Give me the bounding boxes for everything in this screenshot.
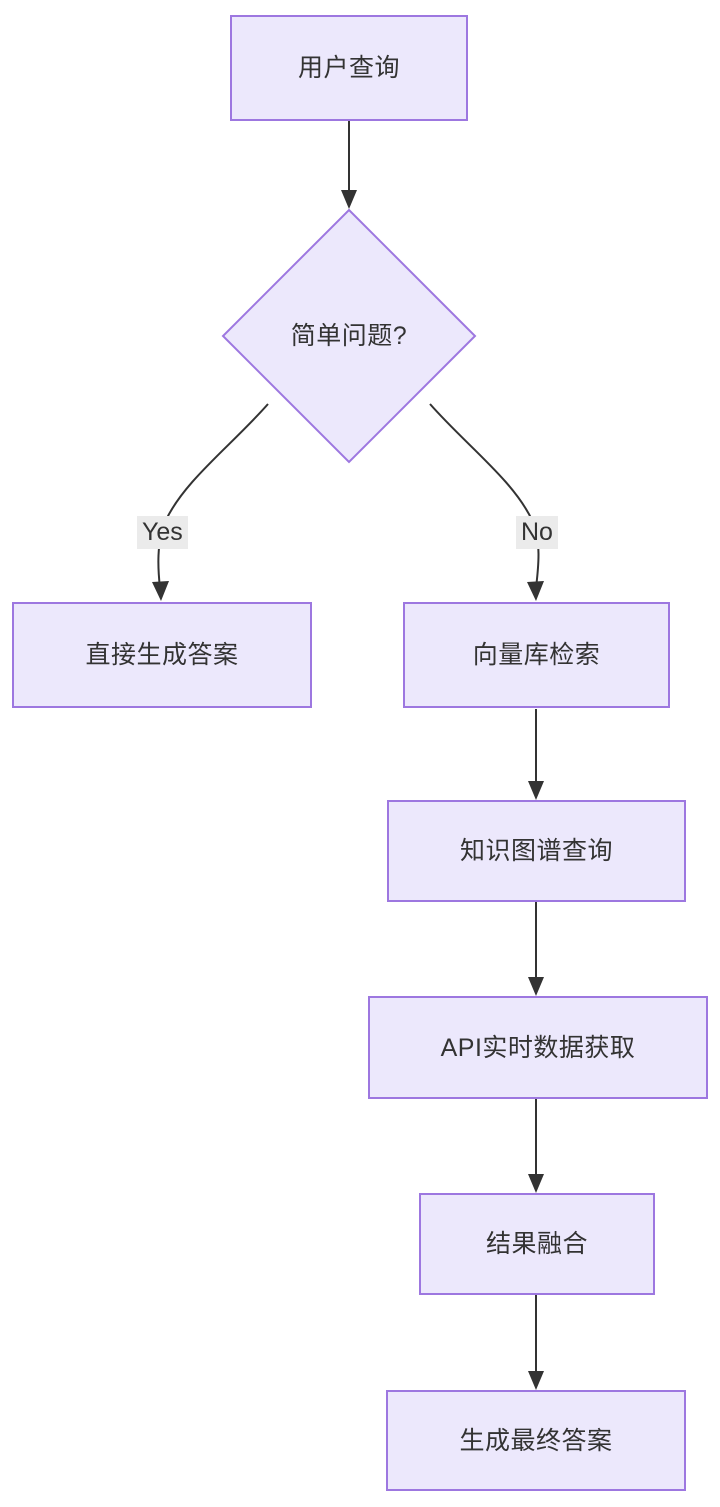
node-user-query-label: 用户查询 (297, 54, 400, 82)
diamond-shape-icon (221, 208, 477, 464)
node-knowledge-graph-label: 知识图谱查询 (459, 837, 613, 865)
node-knowledge-graph[interactable]: 知识图谱查询 (387, 800, 686, 902)
node-direct-answer[interactable]: 直接生成答案 (12, 602, 312, 708)
node-simple-question[interactable]: 简单问题? (221, 208, 477, 464)
node-result-fusion[interactable]: 结果融合 (419, 1193, 655, 1295)
node-simple-question-label: 简单问题? (290, 322, 408, 350)
node-final-answer-label: 生成最终答案 (459, 1426, 613, 1455)
edge-label-yes: Yes (137, 516, 188, 550)
node-direct-answer-label: 直接生成答案 (85, 641, 239, 669)
node-result-fusion-label: 结果融合 (485, 1230, 588, 1258)
node-user-query[interactable]: 用户查询 (230, 15, 468, 121)
node-vector-retrieval[interactable]: 向量库检索 (403, 602, 670, 708)
node-final-answer[interactable]: 生成最终答案 (386, 1390, 686, 1491)
node-api-realtime-fetch[interactable]: API实时数据获取 (368, 996, 708, 1099)
node-vector-retrieval-label: 向量库检索 (472, 641, 601, 669)
node-api-realtime-fetch-label: API实时数据获取 (440, 1033, 636, 1062)
edge-label-no: No (516, 516, 558, 550)
